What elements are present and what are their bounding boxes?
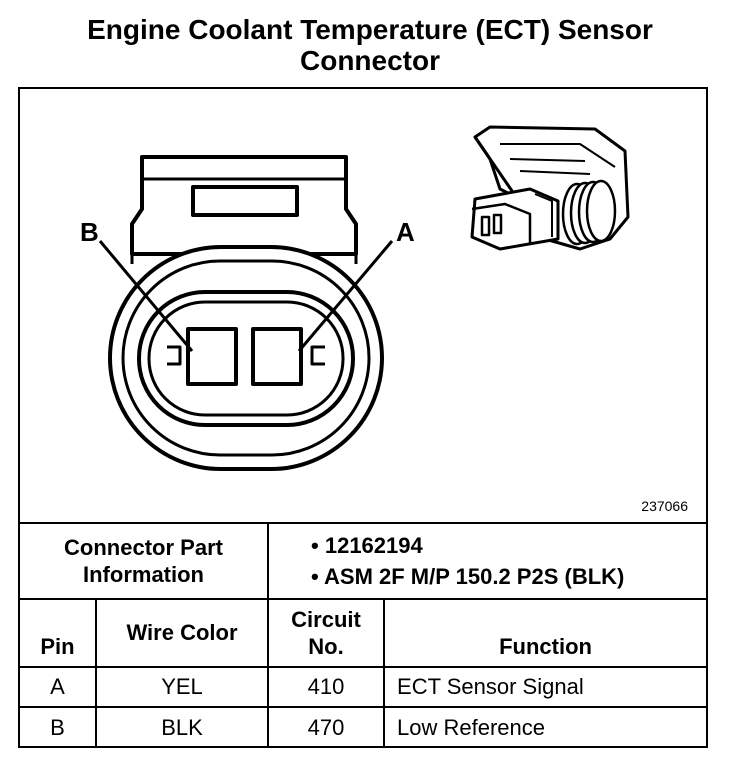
table-row: B BLK 470 Low Reference	[20, 706, 707, 747]
diagram-title: Engine Coolant Temperature (ECT) Sensor …	[0, 14, 740, 76]
header-pin: Pin	[20, 598, 97, 668]
connector-latch-window	[191, 185, 299, 217]
part-number-item: • 12162194	[311, 533, 423, 558]
connector-diagram: B A	[80, 125, 630, 471]
header-function: Function	[383, 598, 707, 668]
leader-line-b	[98, 240, 194, 352]
header-circuit-no: Circuit No.	[267, 598, 386, 668]
leader-line-a	[297, 240, 394, 352]
circuit-cell: 410	[267, 666, 386, 708]
pin-label-a: A	[396, 217, 415, 247]
connector-isometric-view	[470, 125, 630, 251]
function-cell: ECT Sensor Signal	[383, 666, 707, 708]
wire-color-cell: BLK	[94, 706, 270, 747]
table-row: A YEL 410 ECT Sensor Signal	[20, 666, 707, 708]
pin-a-cavity	[251, 327, 303, 386]
pin-b-cavity	[186, 327, 238, 386]
connector-part-row: Connector Part Information • 12162194 • …	[20, 522, 707, 600]
pin-cell: B	[20, 706, 97, 747]
connector-outer-oval	[108, 245, 384, 471]
circuit-cell: 470	[267, 706, 386, 747]
connector-face-view	[98, 155, 394, 471]
connector-inner-oval	[137, 290, 355, 427]
connector-info-table: Connector Part Information • 12162194 • …	[20, 522, 707, 747]
title-line-1: Engine Coolant Temperature (ECT) Sensor	[87, 14, 653, 45]
connector-part-list: • 12162194 • ASM 2F M/P 150.2 P2S (BLK)	[267, 522, 707, 600]
pin-label-b: B	[80, 217, 99, 247]
title-line-2: Connector	[300, 45, 440, 76]
function-cell: Low Reference	[383, 706, 707, 747]
part-number-item: • ASM 2F M/P 150.2 P2S (BLK)	[311, 564, 625, 589]
diagram-frame: B A 237066	[18, 87, 708, 748]
header-wire-color: Wire Color	[94, 598, 270, 668]
wire-color-cell: YEL	[94, 666, 270, 708]
pin-cell: A	[20, 666, 97, 708]
connector-part-label: Connector Part Information	[20, 522, 270, 600]
connector-seal-coil	[561, 179, 617, 246]
table-header-row: Pin Wire Color Circuit No. Function	[20, 598, 707, 668]
figure-number: 237066	[641, 498, 688, 514]
